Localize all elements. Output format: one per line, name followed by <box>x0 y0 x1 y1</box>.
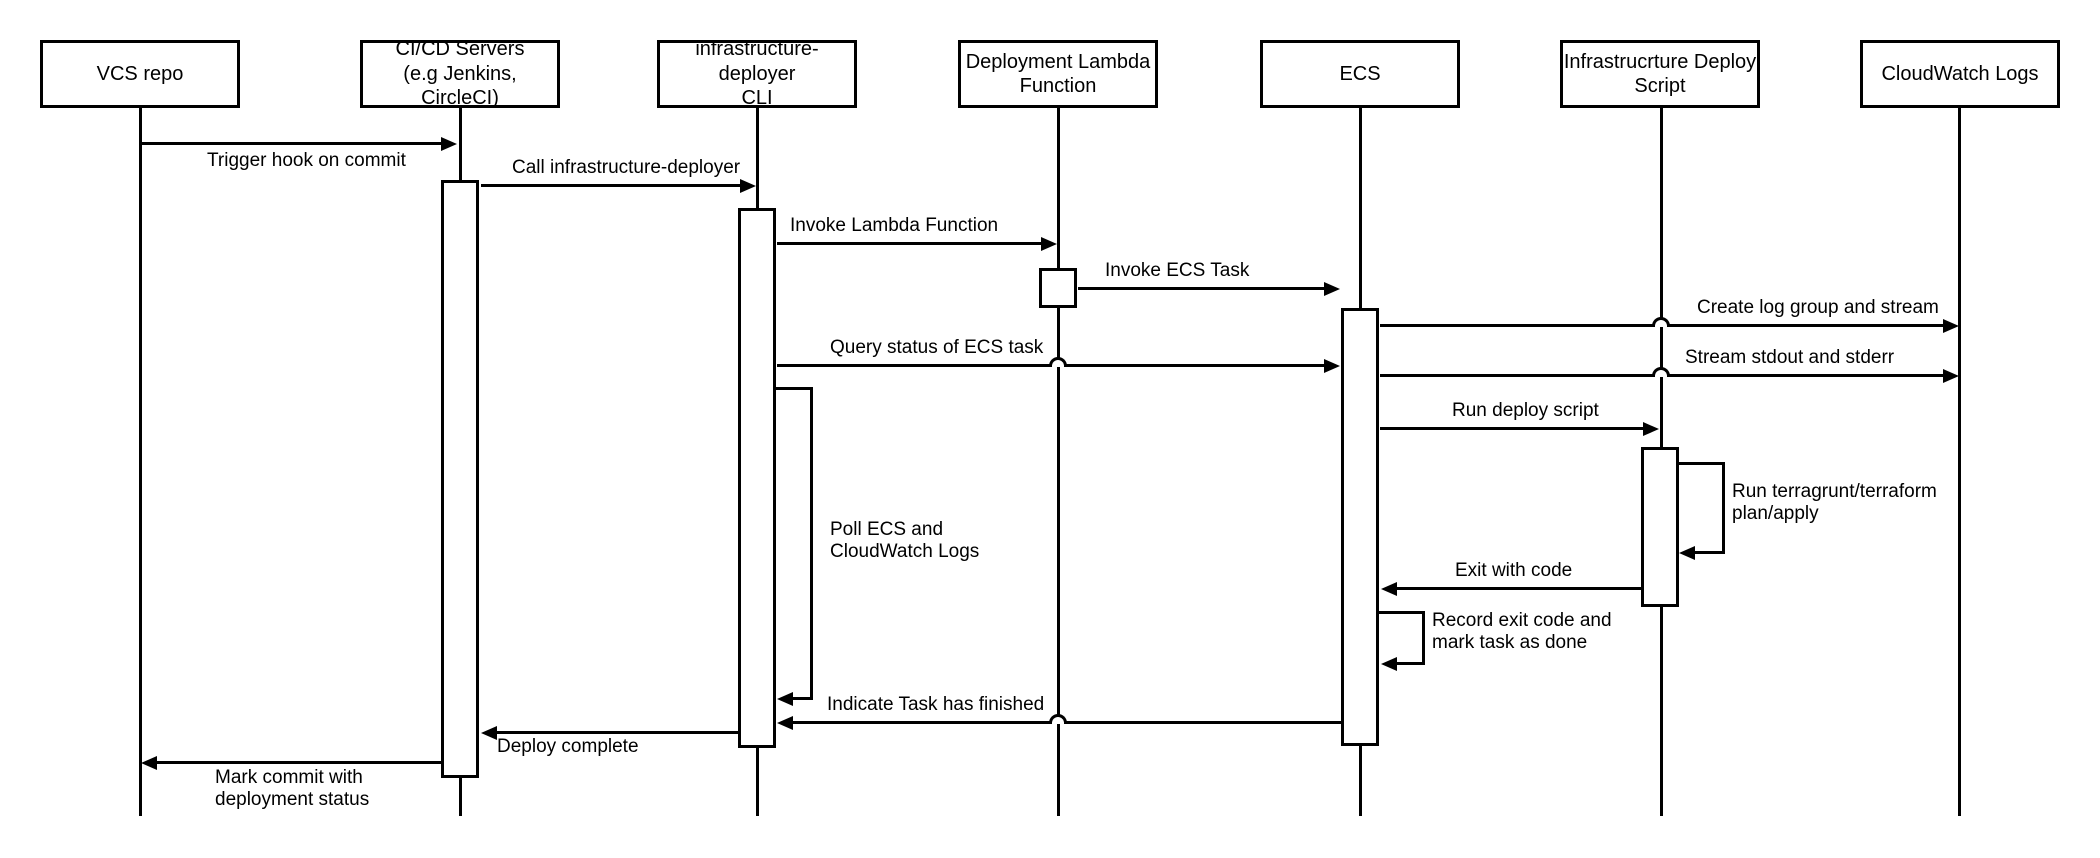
actor-infrastructure-deployer-cli: infrastructure-deployer CLI <box>657 38 857 110</box>
lifeline-cloudwatch-logs <box>1958 106 1961 816</box>
activation-infrastructure-deploy-script <box>1641 447 1679 607</box>
arrowhead-right-icon <box>1643 422 1659 436</box>
message-arrow-line <box>141 142 443 145</box>
actor-infrastructure-deploy-script: Infrastrucrture Deploy Script <box>1560 40 1760 108</box>
activation-deployment-lambda <box>1039 268 1077 308</box>
message-arrow-line <box>481 184 742 187</box>
self-loop-bottom <box>1395 662 1425 665</box>
self-loop-top <box>1379 611 1425 614</box>
actor-ecs: ECS <box>1260 40 1460 108</box>
actor-label: ECS <box>1339 62 1381 85</box>
self-loop-side <box>1722 462 1725 554</box>
arrowhead-left-icon <box>777 716 793 730</box>
message-arrow-line <box>777 242 1043 245</box>
arrowhead-left-icon <box>777 692 793 706</box>
message-label: Invoke ECS Task <box>1105 260 1250 281</box>
self-loop-bottom <box>1693 551 1725 554</box>
line-hop-icon <box>1652 317 1670 327</box>
self-loop-side <box>1422 611 1425 665</box>
message-label: Run terragrunt/terraform plan/apply <box>1732 481 1937 524</box>
arrowhead-right-icon <box>740 179 756 193</box>
message-label: Indicate Task has finished <box>827 694 1045 715</box>
line-hop-icon <box>1049 714 1067 724</box>
arrowhead-right-icon <box>1041 237 1057 251</box>
arrowhead-right-icon <box>441 137 457 151</box>
activation-ecs <box>1341 308 1379 746</box>
message-arrow-line <box>1078 287 1326 290</box>
actor-label: infrastructure-deployer CLI <box>695 38 819 110</box>
line-hop-icon <box>1652 367 1670 377</box>
message-label: Deploy complete <box>497 736 639 757</box>
activation-infrastructure-deployer-cli <box>738 208 776 748</box>
message-label: Create log group and stream <box>1697 297 1939 318</box>
message-label: Query status of ECS task <box>830 337 1044 358</box>
message-label: Stream stdout and stderr <box>1685 347 1895 368</box>
message-label: Poll ECS and CloudWatch Logs <box>830 519 980 562</box>
arrowhead-right-icon <box>1324 359 1340 373</box>
message-label: Record exit code and mark task as done <box>1432 610 1612 653</box>
message-arrow-line <box>155 761 441 764</box>
lifeline-vcs-repo <box>139 106 142 816</box>
arrowhead-left-icon <box>1679 546 1695 560</box>
actor-label: Infrastrucrture Deploy Script <box>1563 50 1757 97</box>
arrowhead-right-icon <box>1943 369 1959 383</box>
message-arrow-line <box>1380 427 1645 430</box>
line-hop-icon <box>1049 357 1067 367</box>
self-loop-bottom <box>791 697 813 700</box>
message-label: Exit with code <box>1455 560 1573 581</box>
message-arrow-line <box>1395 587 1641 590</box>
message-arrow-line <box>495 731 738 734</box>
arrowhead-right-icon <box>1324 282 1340 296</box>
message-label: Mark commit with deployment status <box>215 767 370 810</box>
message-label: Call infrastructure-deployer <box>512 157 741 178</box>
arrowhead-left-icon <box>1381 657 1397 671</box>
actor-cloudwatch-logs: CloudWatch Logs <box>1860 40 2060 108</box>
actor-vcs-repo: VCS repo <box>40 40 240 108</box>
message-label: Run deploy script <box>1452 400 1599 421</box>
actor-label: VCS repo <box>96 62 184 85</box>
actor-label: CloudWatch Logs <box>1881 62 2039 85</box>
lifeline-deployment-lambda <box>1057 106 1060 816</box>
self-loop-top <box>1679 462 1725 465</box>
actor-label: Deployment Lambda Function <box>965 50 1151 97</box>
actor-label: CI/CD Servers (e.g Jenkins, CircleCI) <box>395 38 525 110</box>
arrowhead-left-icon <box>481 726 497 740</box>
actor-cicd-servers: CI/CD Servers (e.g Jenkins, CircleCI) <box>360 38 560 110</box>
arrowhead-right-icon <box>1943 319 1959 333</box>
self-loop-top <box>775 387 813 390</box>
arrowhead-left-icon <box>141 756 157 770</box>
arrowhead-left-icon <box>1381 582 1397 596</box>
message-label: Invoke Lambda Function <box>790 215 999 236</box>
actor-deployment-lambda: Deployment Lambda Function <box>958 40 1158 108</box>
activation-cicd-servers <box>441 180 479 778</box>
message-label: Trigger hook on commit <box>207 150 406 171</box>
self-loop-side <box>810 387 813 700</box>
